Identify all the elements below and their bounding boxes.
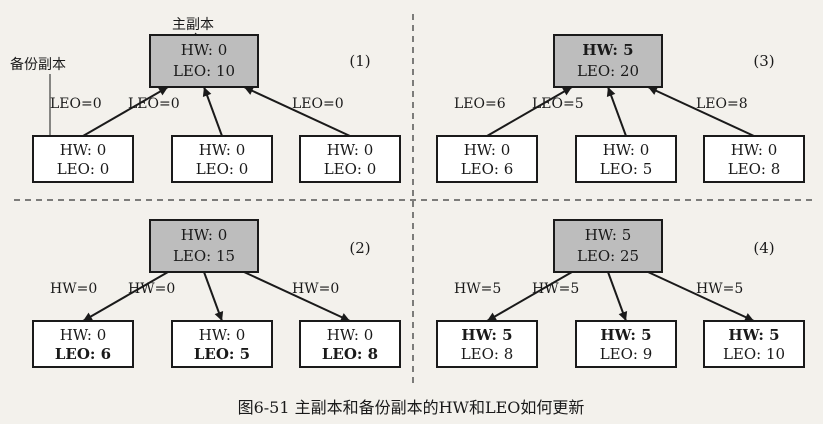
primary-hw: HW: 5 bbox=[582, 41, 633, 59]
replica-hw: HW: 0 bbox=[199, 141, 246, 159]
edge-arrow-head bbox=[487, 312, 498, 321]
replica-box bbox=[171, 320, 273, 368]
primary-hw: HW: 0 bbox=[181, 226, 228, 244]
replica-leo: LEO: 10 bbox=[723, 345, 785, 363]
replica-leo: LEO: 5 bbox=[600, 160, 653, 178]
replica-box bbox=[171, 135, 273, 183]
edge-label: LEO=6 bbox=[454, 96, 506, 112]
replica-hw: HW: 0 bbox=[464, 141, 511, 159]
primary-leo: LEO: 15 bbox=[173, 247, 235, 265]
replica-box bbox=[703, 135, 805, 183]
edge-arrow bbox=[486, 271, 573, 322]
replica-leo: LEO: 0 bbox=[196, 160, 249, 178]
edge-arrow bbox=[243, 86, 351, 137]
replica-hw: HW: 5 bbox=[600, 326, 651, 344]
edge-arrow-head bbox=[648, 86, 659, 95]
replica-hw: HW: 5 bbox=[461, 326, 512, 344]
panel-number: (4) bbox=[753, 239, 774, 257]
primary-hw: HW: 0 bbox=[181, 41, 228, 59]
edge-arrow-head bbox=[618, 311, 628, 321]
edge-arrow bbox=[486, 86, 573, 137]
replica-box bbox=[32, 320, 134, 368]
edge-arrow-head bbox=[561, 87, 572, 96]
edge-label: LEO=0 bbox=[128, 96, 180, 112]
edge-arrow-head bbox=[339, 313, 350, 322]
replica-hw: HW: 0 bbox=[327, 141, 374, 159]
replica-hw: HW: 5 bbox=[728, 326, 779, 344]
edge-label: HW=5 bbox=[454, 281, 501, 297]
replica-leo: LEO: 0 bbox=[324, 160, 377, 178]
panel-number: (2) bbox=[349, 239, 370, 257]
edge-label: LEO=0 bbox=[292, 96, 344, 112]
edge-label: HW=0 bbox=[50, 281, 97, 297]
backup-replica-label: 备份副本 bbox=[10, 56, 66, 73]
primary-leo: LEO: 25 bbox=[577, 247, 639, 265]
edge-arrow-head bbox=[606, 87, 616, 97]
replica-leo: LEO: 6 bbox=[55, 345, 111, 363]
replica-leo: LEO: 8 bbox=[728, 160, 781, 178]
edge-label: HW=5 bbox=[696, 281, 743, 297]
primary-replica-label: 主副本 bbox=[172, 17, 214, 33]
replica-leo: LEO: 8 bbox=[461, 345, 514, 363]
figure-caption: 图6-51 主副本和备份副本的HW和LEO如何更新 bbox=[238, 398, 585, 417]
edge-arrow-head bbox=[202, 87, 212, 97]
primary-box bbox=[149, 34, 259, 88]
replica-leo: LEO: 9 bbox=[600, 345, 653, 363]
primary-box bbox=[553, 34, 663, 88]
edge-arrow bbox=[647, 86, 755, 137]
edge-arrow-head bbox=[157, 87, 168, 96]
edge-label: HW=0 bbox=[128, 281, 175, 297]
edge-arrow bbox=[243, 271, 351, 322]
primary-box bbox=[553, 219, 663, 273]
edge-label: HW=0 bbox=[292, 281, 339, 297]
replica-box bbox=[436, 320, 538, 368]
replica-hw: HW: 0 bbox=[731, 141, 778, 159]
edge-arrow-head bbox=[83, 312, 94, 321]
replica-box bbox=[436, 135, 538, 183]
replica-box bbox=[32, 135, 134, 183]
edge-arrow-head bbox=[743, 313, 754, 322]
edge-arrow-head bbox=[244, 86, 255, 95]
edge-arrow bbox=[647, 271, 755, 322]
replica-box bbox=[299, 320, 401, 368]
replica-hw: HW: 0 bbox=[60, 326, 107, 344]
replica-leo: LEO: 5 bbox=[194, 345, 250, 363]
replica-hw: HW: 0 bbox=[199, 326, 246, 344]
replica-hw: HW: 0 bbox=[60, 141, 107, 159]
edge-label: LEO=5 bbox=[532, 96, 584, 112]
edge-label: LEO=8 bbox=[696, 96, 748, 112]
edge-label: HW=5 bbox=[532, 281, 579, 297]
primary-leo: LEO: 10 bbox=[173, 62, 235, 80]
edge-arrow bbox=[82, 86, 169, 137]
edge-label: LEO=0 bbox=[50, 96, 102, 112]
edge-arrow bbox=[82, 271, 169, 322]
replica-leo: LEO: 0 bbox=[57, 160, 110, 178]
replica-leo: LEO: 8 bbox=[322, 345, 378, 363]
primary-leo: LEO: 20 bbox=[577, 62, 639, 80]
panel-number: (1) bbox=[349, 52, 370, 70]
primary-hw: HW: 5 bbox=[585, 226, 632, 244]
replica-hw: HW: 0 bbox=[603, 141, 650, 159]
replica-box bbox=[575, 135, 677, 183]
replica-hw: HW: 0 bbox=[327, 326, 374, 344]
replica-leo: LEO: 6 bbox=[461, 160, 514, 178]
primary-box bbox=[149, 219, 259, 273]
edge-arrow-head bbox=[214, 311, 224, 321]
panel-number: (3) bbox=[753, 52, 774, 70]
